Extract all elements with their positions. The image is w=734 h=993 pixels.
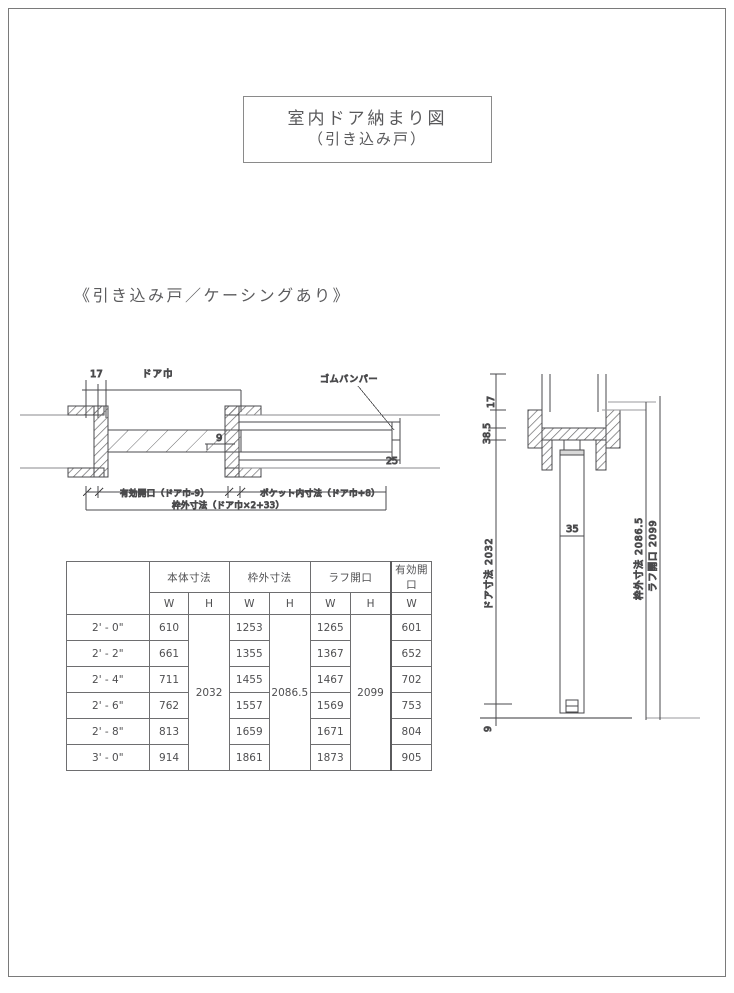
cell-rough-w: 1671	[309, 718, 351, 745]
svg-text:17: 17	[486, 396, 497, 408]
plan-view-drawing: 17 ドア巾	[20, 360, 440, 544]
cell-frame-w: 1861	[228, 744, 270, 771]
table-corner-cell	[66, 561, 150, 615]
cell-rough-w: 1367	[309, 640, 351, 667]
title-block: 室内ドア納まり図 （引き込み戸）	[243, 96, 492, 163]
elevation-view-drawing: 35 17 38.5 ドア寸法 2032 9	[460, 360, 710, 764]
svg-text:有効開口（ドア巾-9）: 有効開口（ドア巾-9）	[120, 487, 209, 499]
row-size-label: 2' - 6"	[66, 692, 150, 719]
section-heading: 《引き込み戸／ケーシングあり》	[74, 286, 352, 305]
cell-clear-w: 601	[390, 614, 433, 641]
row-size-label: 2' - 2"	[66, 640, 150, 667]
page-subtitle: （引き込み戸）	[307, 130, 427, 149]
table-row: 2' - 2" 661 1355 1367 652	[66, 640, 433, 667]
page-title: 室内ドア納まり図	[287, 109, 448, 130]
cell-frame-w: 1557	[228, 692, 270, 719]
svg-text:枠外寸法 2086.5: 枠外寸法 2086.5	[633, 517, 645, 600]
svg-text:9: 9	[216, 433, 222, 444]
cell-frame-w: 1355	[228, 640, 270, 667]
svg-text:9: 9	[483, 726, 494, 732]
svg-text:ドア巾: ドア巾	[142, 368, 174, 380]
row-size-label: 2' - 0"	[66, 614, 150, 641]
dimension-table: 本体寸法 枠外寸法 ラフ開口 有効開口 W H W H W H W 2' - 0…	[66, 561, 433, 771]
sub-header-body-h: H	[188, 592, 230, 615]
cell-frame-h: 2086.5	[268, 614, 311, 771]
sub-header-body-w: W	[148, 592, 190, 615]
table-row: 2' - 8" 813 1659 1671 804	[66, 718, 433, 745]
row-size-label: 2' - 4"	[66, 666, 150, 693]
svg-text:ゴムバンパー: ゴムバンパー	[320, 373, 378, 385]
svg-text:17: 17	[90, 369, 103, 380]
cell-rough-h: 2099	[349, 614, 392, 771]
row-size-label: 2' - 8"	[66, 718, 150, 745]
cell-frame-w: 1659	[228, 718, 270, 745]
group-header-frame: 枠外寸法	[228, 561, 311, 593]
svg-text:枠外寸法（ドア巾×2+33）: 枠外寸法（ドア巾×2+33）	[172, 499, 284, 511]
cell-clear-w: 702	[390, 666, 433, 693]
cell-frame-w: 1455	[228, 666, 270, 693]
cell-rough-w: 1569	[309, 692, 351, 719]
page-border	[8, 8, 726, 977]
cell-body-h: 2032	[188, 614, 230, 771]
cell-frame-w: 1253	[228, 614, 270, 641]
cell-rough-w: 1265	[309, 614, 351, 641]
group-header-body: 本体寸法	[148, 561, 230, 593]
row-size-label: 3' - 0"	[66, 744, 150, 771]
svg-text:ポケット内寸法（ドア巾+8）: ポケット内寸法（ドア巾+8）	[260, 487, 380, 499]
cell-rough-w: 1873	[309, 744, 351, 771]
cell-clear-w: 652	[390, 640, 433, 667]
svg-text:35: 35	[566, 524, 579, 535]
sub-header-rough-h: H	[349, 592, 392, 615]
cell-clear-w: 753	[390, 692, 433, 719]
table-row: 3' - 0" 914 1861 1873 905	[66, 744, 433, 771]
svg-text:ラフ開口 2099: ラフ開口 2099	[648, 520, 659, 592]
cell-body-w: 661	[148, 640, 190, 667]
cell-body-w: 610	[148, 614, 190, 641]
svg-text:38.5: 38.5	[482, 423, 493, 444]
table-row: 2' - 0" 610 2032 1253 2086.5 1265 2099 6…	[66, 614, 433, 771]
cell-body-w: 711	[148, 666, 190, 693]
cell-rough-w: 1467	[309, 666, 351, 693]
cell-clear-w: 905	[390, 744, 433, 771]
cell-body-w: 813	[148, 718, 190, 745]
table-group-header-row: 本体寸法 枠外寸法 ラフ開口 有効開口	[66, 561, 433, 615]
cell-clear-w: 804	[390, 718, 433, 745]
svg-text:25: 25	[386, 456, 398, 467]
sub-header-clear-w: W	[390, 592, 433, 615]
cell-body-w: 914	[148, 744, 190, 771]
svg-text:ドア寸法 2032: ドア寸法 2032	[483, 538, 495, 610]
table-row: 2' - 6" 762 1557 1569 753	[66, 692, 433, 719]
group-header-rough: ラフ開口	[309, 561, 392, 593]
cell-body-w: 762	[148, 692, 190, 719]
sub-header-frame-w: W	[228, 592, 270, 615]
group-header-clear: 有効開口	[390, 561, 433, 593]
sub-header-rough-w: W	[309, 592, 351, 615]
sub-header-frame-h: H	[268, 592, 311, 615]
